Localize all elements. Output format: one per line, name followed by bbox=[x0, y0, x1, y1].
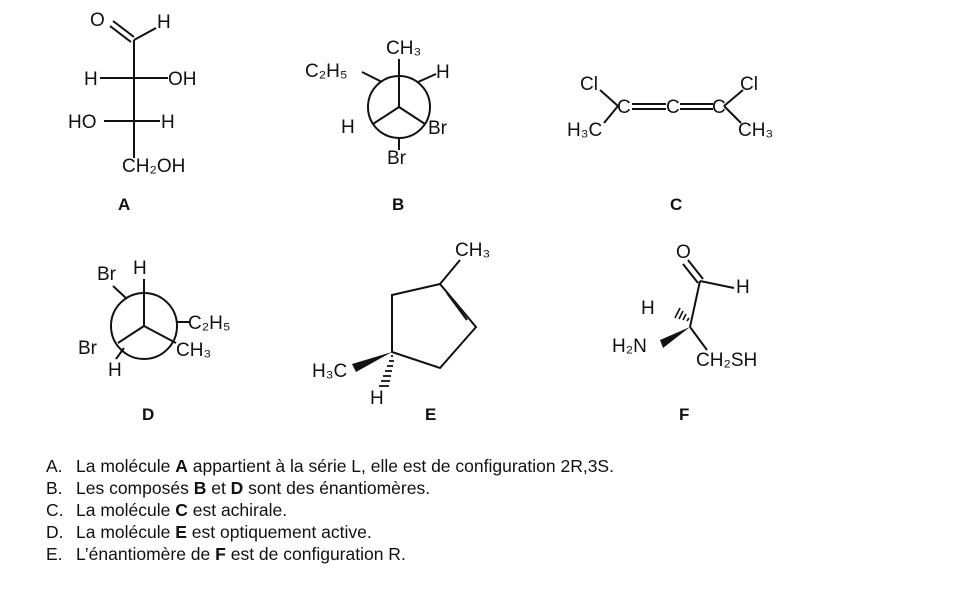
molecule-d-caption: D bbox=[142, 405, 154, 424]
molecule-f-h-right: H bbox=[736, 277, 750, 298]
molecule-a-oh-right: OH bbox=[168, 69, 197, 90]
molecule-d-br-left: Br bbox=[78, 338, 98, 359]
molecule-b-h-left: H bbox=[341, 117, 355, 138]
molecule-c-caption: C bbox=[670, 195, 682, 214]
molecule-c-cl-right: Cl bbox=[740, 74, 758, 95]
statement-a: A.La molécule A appartient à la série L,… bbox=[46, 456, 614, 476]
statement-c: C.La molécule C est achirale. bbox=[46, 500, 288, 520]
molecule-f-wedge-bond bbox=[660, 327, 690, 348]
molecule-a-oxygen: O bbox=[90, 10, 105, 31]
molecule-f-oxygen: O bbox=[676, 242, 691, 263]
molecule-b-c2h5: C₂H₅ bbox=[305, 61, 347, 82]
molecule-d-h-top: H bbox=[133, 258, 147, 279]
statement-e: E.L’énantiomère de F est de configuratio… bbox=[46, 544, 406, 564]
molecule-b-br-bottom: Br bbox=[387, 148, 407, 169]
molecule-a-caption: A bbox=[118, 195, 130, 214]
molecule-a-ch2oh: CH₂OH bbox=[122, 156, 185, 177]
molecule-b-h-right: H bbox=[436, 62, 450, 83]
molecule-f-caption: F bbox=[679, 405, 689, 424]
molecule-c-cl-left: Cl bbox=[580, 74, 598, 95]
molecule-e-h: H bbox=[370, 388, 384, 409]
statement-b: B.Les composés B et D sont des énantiomè… bbox=[46, 478, 431, 498]
molecule-f-h-left: H bbox=[641, 298, 655, 319]
molecule-f-h2n: H₂N bbox=[612, 336, 647, 357]
molecule-f-ch2sh: CH₂SH bbox=[696, 350, 757, 371]
molecule-d-h-bottom: H bbox=[108, 360, 122, 381]
molecule-e-wedge-bond bbox=[352, 352, 392, 372]
molecule-c-ch3: CH₃ bbox=[738, 120, 773, 141]
molecule-e-bonds bbox=[391, 259, 478, 370]
molecule-c-carbon-2: C bbox=[666, 97, 680, 118]
molecule-c-h3c: H₃C bbox=[567, 120, 602, 141]
molecule-e-ch3: CH₃ bbox=[455, 240, 490, 261]
molecule-a-h-right: H bbox=[161, 112, 175, 133]
molecule-a-bonds bbox=[100, 20, 168, 158]
molecule-d-c2h5: C₂H₅ bbox=[188, 313, 230, 334]
molecule-d-bonds bbox=[110, 279, 189, 360]
molecule-e-hash-bond bbox=[379, 355, 394, 387]
molecule-d-br-top: Br bbox=[97, 264, 117, 285]
molecule-b-br-right: Br bbox=[428, 118, 448, 139]
molecule-f-hash-bond bbox=[674, 307, 690, 322]
molecule-c-carbon-3: C bbox=[712, 97, 726, 118]
statement-d: D.La molécule E est optiquement active. bbox=[46, 522, 372, 542]
molecule-a-h-left: H bbox=[84, 69, 98, 90]
molecule-figure: O H H OH HO H CH₂OH A CH₃ C₂H₅ H H Br Br… bbox=[68, 10, 773, 424]
molecule-b-bonds bbox=[361, 59, 437, 150]
molecule-e-h3c: H₃C bbox=[312, 361, 347, 382]
molecule-b-ch3: CH₃ bbox=[386, 38, 421, 59]
molecule-b-caption: B bbox=[392, 195, 404, 214]
molecule-e-caption: E bbox=[425, 405, 436, 424]
molecule-a-aldehyde-h: H bbox=[157, 12, 171, 33]
molecule-d-ch3: CH₃ bbox=[176, 340, 211, 361]
molecule-c-carbon-1: C bbox=[617, 97, 631, 118]
molecule-c-bonds bbox=[599, 89, 744, 124]
molecule-f-bonds bbox=[682, 259, 735, 351]
molecule-a-ho-left: HO bbox=[68, 112, 97, 133]
statement-list: A.La molécule A appartient à la série L,… bbox=[46, 455, 614, 565]
